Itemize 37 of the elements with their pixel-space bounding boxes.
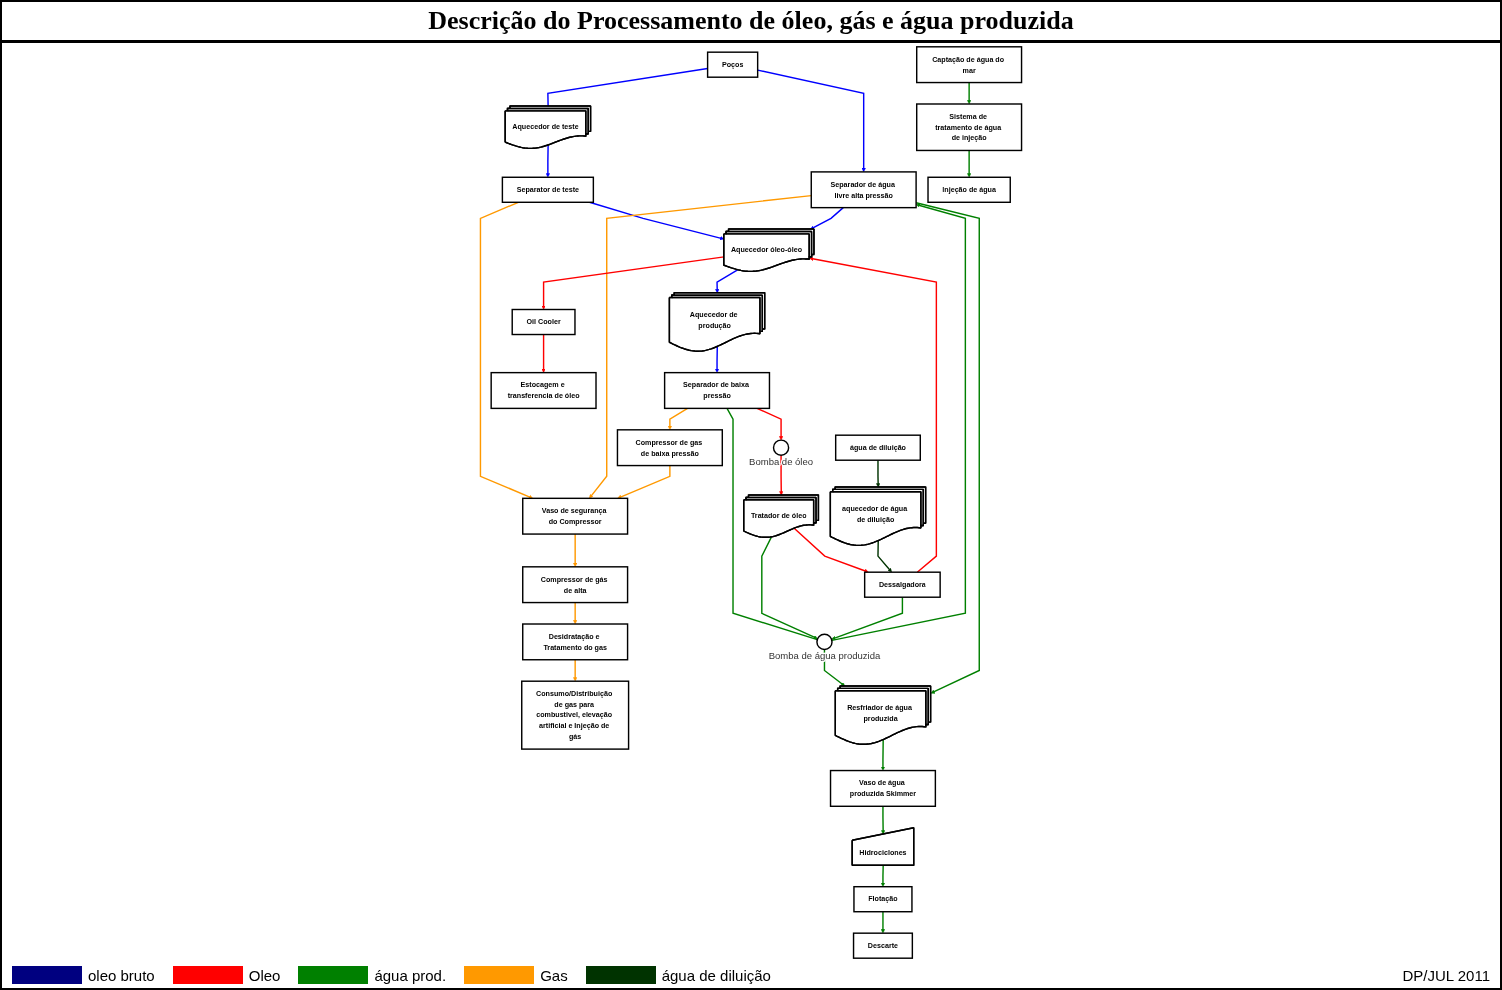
node-circle [816,633,833,651]
diagram-title: Descrição do Processamento de óleo, gás e água produzida [2,2,1500,43]
arrow [831,596,904,640]
arrow [967,149,972,178]
arrow [880,739,886,771]
arrow [573,533,578,567]
note-text: DP/JUL 2011 [1402,966,1490,984]
arrow [545,144,550,178]
legend-label: oleo bruto [88,966,155,984]
arrow [756,407,784,441]
arrow [809,256,938,573]
arrow [573,601,578,625]
legend-label: Gas [540,966,568,984]
legend-label: água de diluição [661,966,771,984]
arrow [831,203,967,642]
connector [726,407,818,641]
arrow [880,911,886,934]
arrow [810,206,844,230]
arrow [617,464,671,499]
legend-label: Oleo [248,966,281,984]
arrow [714,346,720,373]
arrow [541,333,546,373]
legend-label: água prod. [374,966,447,984]
arrow [479,201,533,499]
arrow [541,256,725,310]
node-circle [772,439,790,456]
arrow [779,454,784,496]
arrow [667,407,689,430]
arrow [967,81,972,105]
arrow [877,540,892,573]
arrow [573,659,578,682]
arrow [589,194,812,499]
arrow [881,805,886,835]
arrow [793,527,869,573]
arrow [761,536,818,640]
arrow [876,459,881,488]
pump-caption: Bomba de óleo [749,455,814,467]
